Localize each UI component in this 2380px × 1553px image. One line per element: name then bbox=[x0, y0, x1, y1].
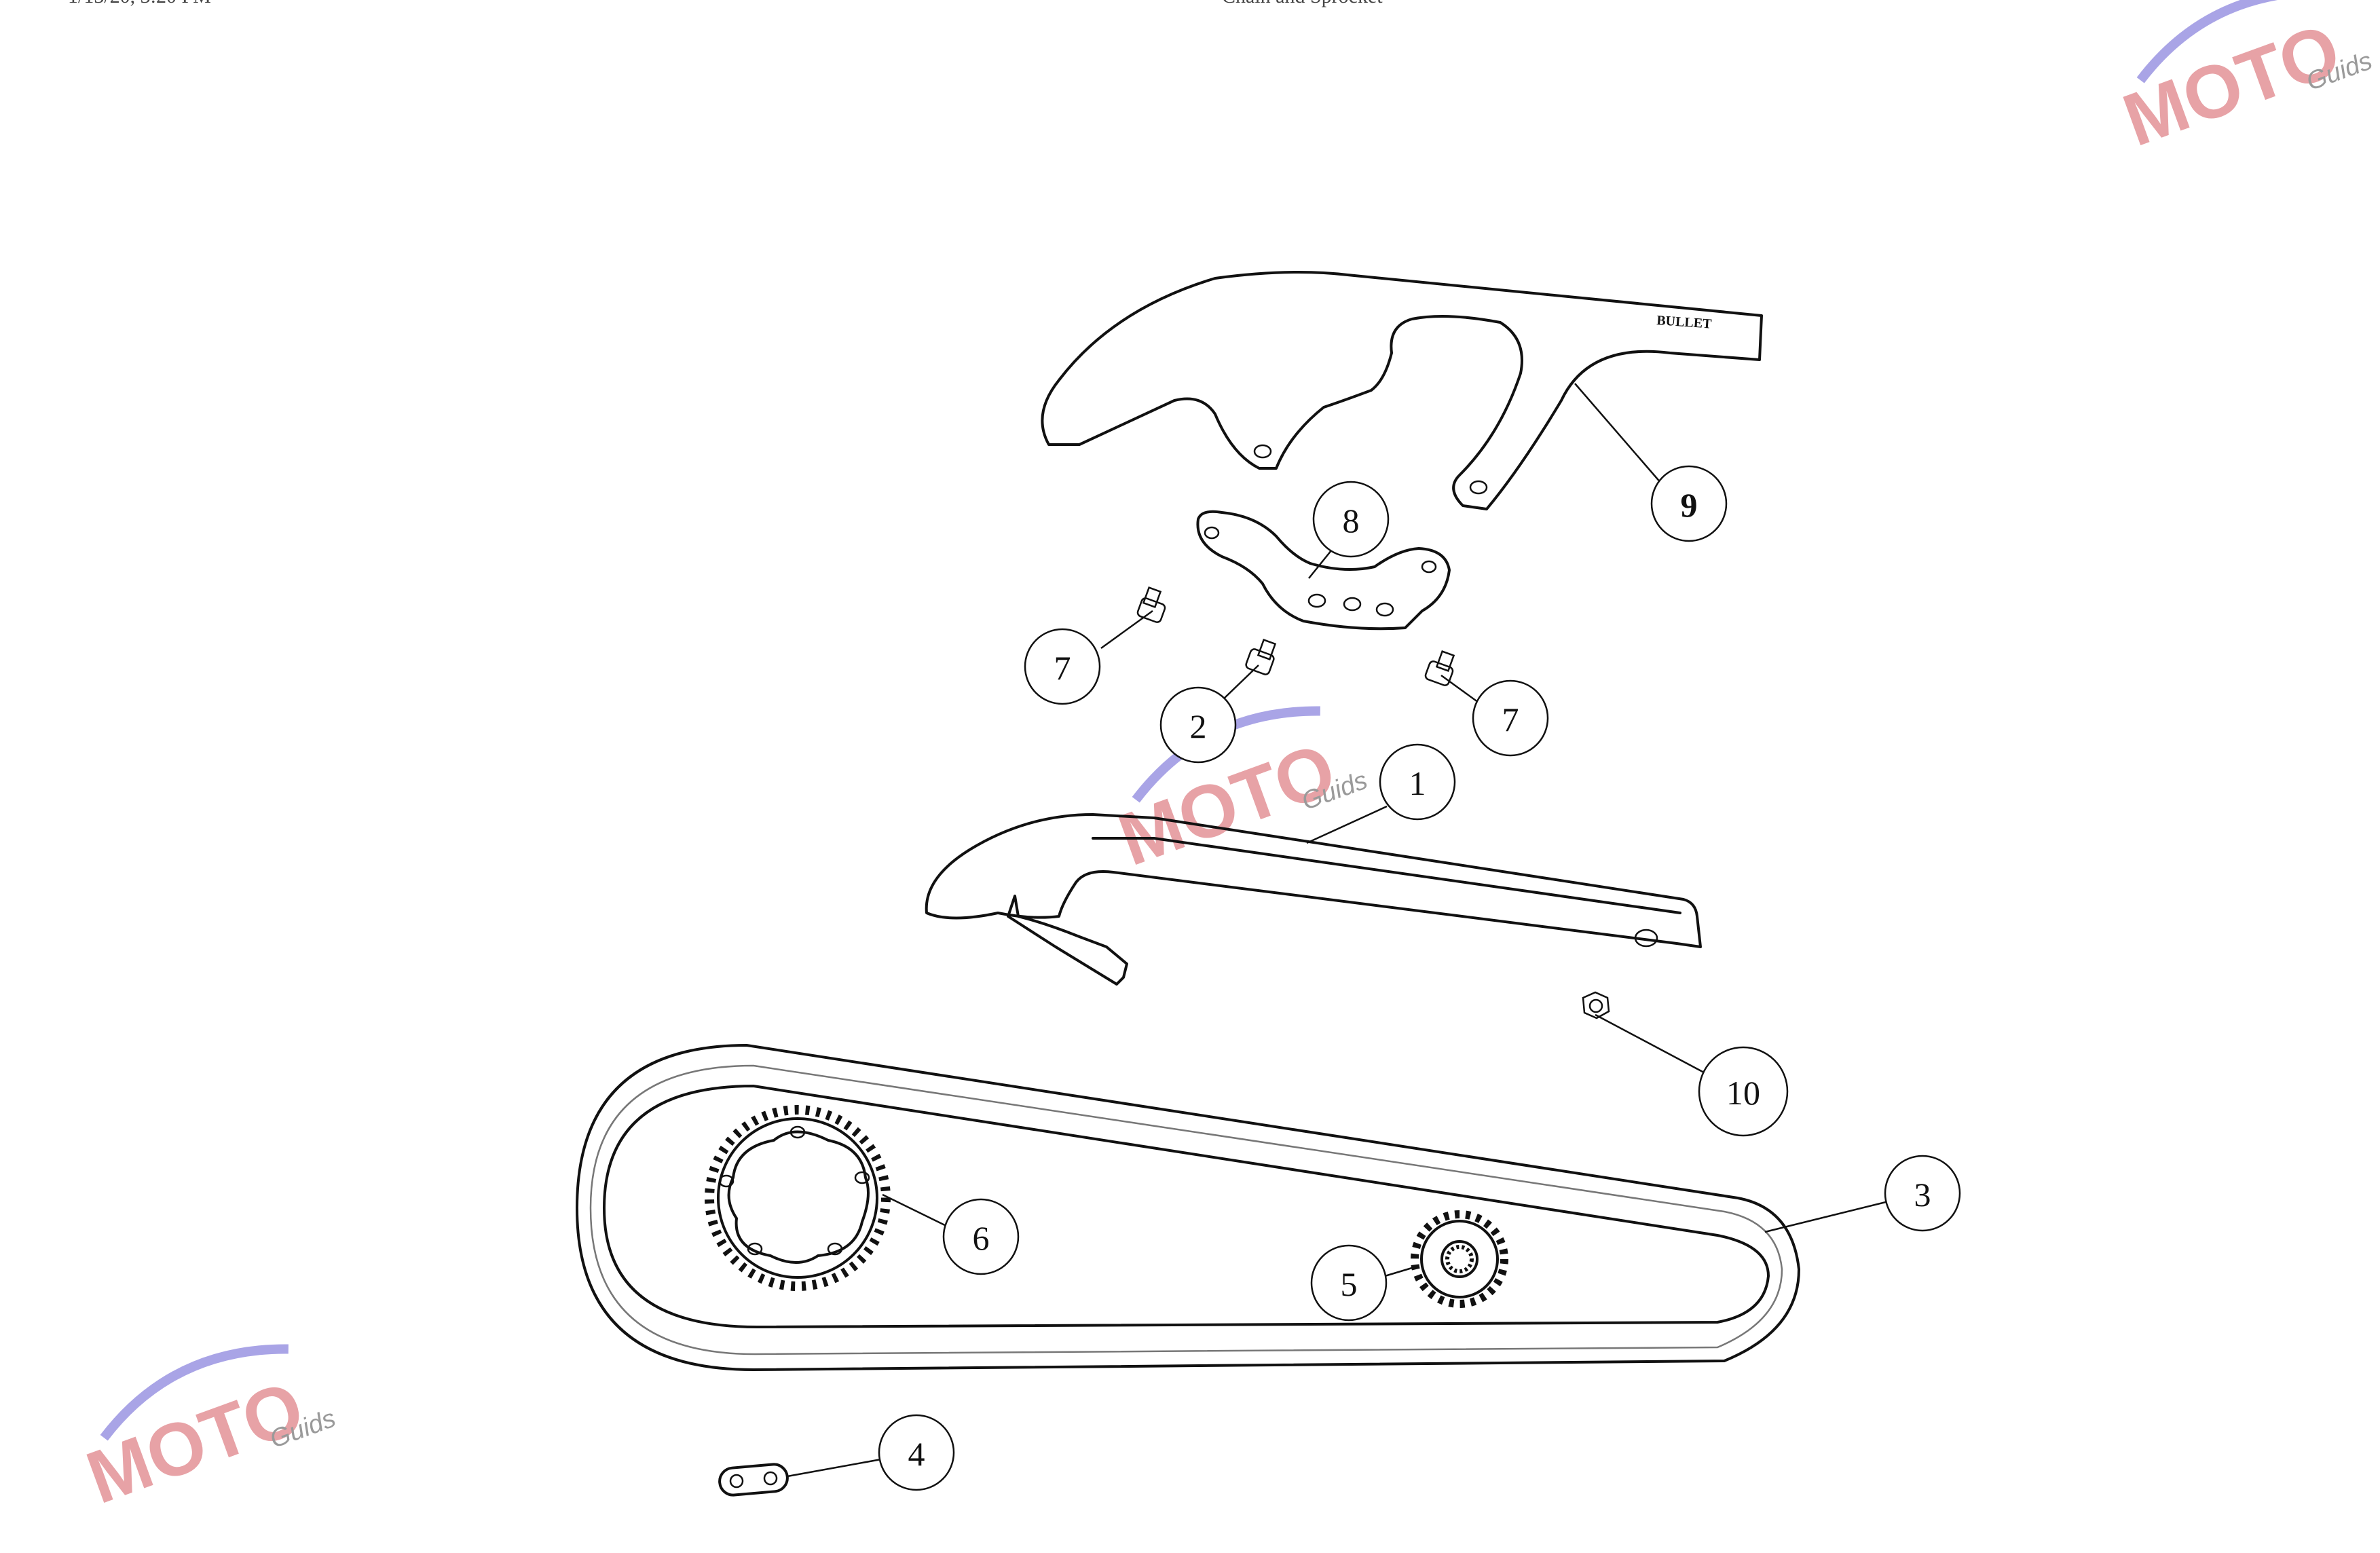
part-master-link bbox=[718, 1463, 789, 1497]
callout-number: 9 bbox=[1681, 486, 1698, 524]
callout-number: 3 bbox=[1914, 1176, 1931, 1214]
part-bracket bbox=[1196, 510, 1451, 631]
guard-brand-text: BULLET bbox=[1656, 313, 1713, 332]
bracket-hole bbox=[1375, 602, 1394, 617]
callout-number: 7 bbox=[1054, 649, 1071, 687]
header-date-time: 1/13/20, 3:20 PM bbox=[68, 0, 211, 7]
watermark-swoosh bbox=[2136, 0, 2325, 83]
watermark-logo-bottom-left: MOTO Guids bbox=[77, 1344, 339, 1520]
callout-2: 2 bbox=[1159, 686, 1237, 764]
callout-8: 8 bbox=[1312, 481, 1390, 558]
leader-line-4 bbox=[787, 1458, 882, 1478]
part-bolt-7a bbox=[1136, 586, 1166, 623]
callout-7a: 7 bbox=[1024, 628, 1101, 705]
callout-number: 1 bbox=[1409, 764, 1426, 802]
part-bolt-2 bbox=[1245, 639, 1277, 675]
part-front-sprocket bbox=[1411, 1210, 1508, 1308]
leader-line-10 bbox=[1595, 1013, 1705, 1074]
watermark-swoosh bbox=[100, 1344, 289, 1441]
leader-line-6 bbox=[882, 1193, 950, 1229]
bracket-hole bbox=[1343, 597, 1362, 612]
leader-line-3 bbox=[1764, 1200, 1889, 1233]
part-nut-10 bbox=[1582, 991, 1610, 1019]
header-title: Chain and Sprocket bbox=[1222, 0, 1383, 7]
callout-number: 6 bbox=[973, 1219, 990, 1257]
leader-line-1 bbox=[1306, 805, 1388, 844]
guard-mount bbox=[1634, 929, 1658, 948]
guard-hole bbox=[1253, 444, 1272, 459]
callout-4: 4 bbox=[878, 1414, 955, 1491]
callout-number: 7 bbox=[1502, 700, 1519, 738]
callout-number: 4 bbox=[908, 1435, 925, 1473]
leader-line-2 bbox=[1223, 665, 1259, 700]
callout-number: 2 bbox=[1190, 707, 1207, 745]
callout-1: 1 bbox=[1379, 743, 1456, 821]
part-chain-guard-upper: BULLET bbox=[1041, 271, 1763, 510]
callout-9: 9 bbox=[1650, 465, 1728, 542]
callout-number: 8 bbox=[1343, 502, 1360, 540]
part-chain-guard-lower bbox=[925, 813, 1702, 986]
callout-7b: 7 bbox=[1472, 679, 1549, 757]
callout-3: 3 bbox=[1884, 1155, 1961, 1232]
callout-10: 10 bbox=[1698, 1046, 1789, 1137]
watermark-logo-top-right: MOTO Guids bbox=[2113, 0, 2376, 162]
callout-6: 6 bbox=[942, 1198, 1020, 1275]
callout-number: 10 bbox=[1726, 1074, 1760, 1112]
bracket-hole bbox=[1307, 593, 1326, 608]
bracket-hole bbox=[1421, 560, 1437, 574]
leader-line-9 bbox=[1574, 383, 1667, 489]
part-bolt-7b bbox=[1424, 650, 1455, 686]
leader-line-5 bbox=[1384, 1265, 1419, 1277]
leader-line-7a bbox=[1100, 610, 1153, 650]
part-drive-chain bbox=[576, 1044, 1800, 1371]
callout-number: 5 bbox=[1341, 1265, 1358, 1303]
leader-line-7b bbox=[1440, 674, 1484, 707]
callout-5: 5 bbox=[1310, 1244, 1388, 1322]
guard-hole bbox=[1469, 480, 1488, 495]
bracket-hole bbox=[1204, 526, 1220, 540]
part-rear-sprocket bbox=[705, 1105, 891, 1291]
